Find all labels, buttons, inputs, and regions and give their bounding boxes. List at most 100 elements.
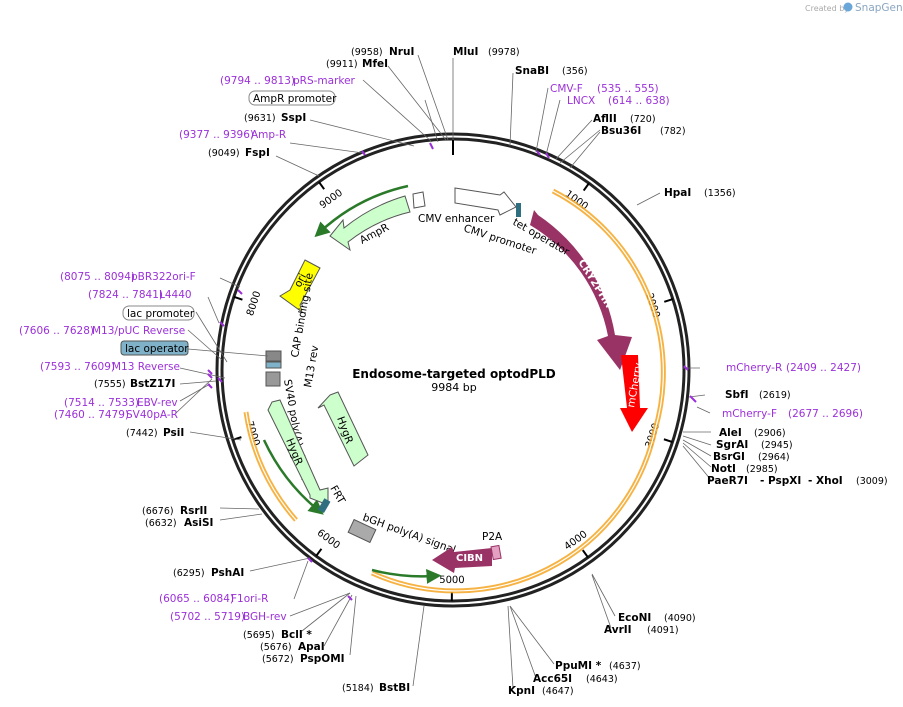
site-acc65i[interactable]: Acc65I <box>533 673 572 685</box>
primer-range-pbr322ori-f: (8075 .. 8094) <box>60 271 135 283</box>
site-pos-kpni: (4647) <box>542 686 574 697</box>
primer-range-lncx: (614 .. 638) <box>608 95 670 107</box>
mcherry-arrow <box>620 355 648 432</box>
cibn-arrow <box>432 547 492 573</box>
site-pos-acc65i: (4643) <box>586 674 618 685</box>
labels: (9958) NruI MluI (9978) (9911) MfeI (979… <box>19 46 888 697</box>
tick-mark <box>232 436 242 441</box>
site-fspi[interactable]: FspI <box>245 147 270 159</box>
site-pspxi[interactable]: - PspXI <box>760 475 801 487</box>
site-paer7i[interactable]: PaeR7I <box>707 475 748 487</box>
site-sbfi[interactable]: SbfI <box>725 389 749 401</box>
site-apai[interactable]: ApaI <box>298 641 325 653</box>
primer-range-prs-marker: (9794 .. 9813) <box>220 75 295 87</box>
cmv-enhancer-label: CMV enhancer <box>418 213 495 225</box>
site-econi[interactable]: EcoNI <box>618 612 651 624</box>
tick-mark <box>663 438 673 443</box>
site-pos-sspi: (9631) <box>244 113 276 124</box>
site-avrii[interactable]: AvrII <box>604 624 632 636</box>
site-pos-apai: (5676) <box>260 642 292 653</box>
site-xhoi[interactable]: - XhoI <box>808 475 843 487</box>
primer-ebv-rev[interactable]: EBV-rev <box>137 397 178 409</box>
site-noti[interactable]: NotI <box>711 463 736 475</box>
site-alei[interactable]: AleI <box>719 427 742 439</box>
site-pos-bsu36i: (782) <box>660 126 686 137</box>
hygr-green-arc <box>262 439 324 515</box>
primer-m13-puc[interactable]: M13/pUC Reverse <box>92 325 185 337</box>
primer-range-amp-r: (9377 .. 9396) <box>179 129 254 141</box>
crypt-label: CRY2PHR <box>575 257 614 310</box>
tick-label: 8000 <box>245 290 263 318</box>
primer-bgh-rev[interactable]: BGH-rev <box>243 611 287 623</box>
bgh-polya-box <box>347 518 377 544</box>
site-pos-bcli: (5695) <box>243 630 275 641</box>
site-hpai[interactable]: HpaI <box>664 187 691 199</box>
site-pos-snabi: (356) <box>562 66 588 77</box>
plasmid-name: Endosome-targeted optodPLD <box>352 367 556 381</box>
primer-sv40pa-r[interactable]: SV40pA-R <box>126 409 178 421</box>
lac-operator-label[interactable]: lac operator <box>125 343 189 355</box>
site-bcli[interactable]: BclI * <box>281 629 312 641</box>
primer-range-mcherry-r: (2409 .. 2427) <box>786 362 861 374</box>
primer-f1ori-r[interactable]: F1ori-R <box>231 593 268 605</box>
ampr-promoter-label[interactable]: AmpR promoter <box>253 93 337 105</box>
primer-cmv-f[interactable]: CMV-F <box>550 83 583 95</box>
site-asisi[interactable]: AsiSI <box>184 517 213 529</box>
site-rsrii[interactable]: RsrII <box>180 505 207 517</box>
tick-mark <box>315 548 323 557</box>
site-pos-rsrii: (6676) <box>142 506 174 517</box>
site-pos-econi: (4090) <box>664 613 696 624</box>
tick-mark <box>318 181 325 190</box>
site-bsrgi[interactable]: BsrGI <box>713 451 745 463</box>
site-pos-psii: (7442) <box>126 428 158 439</box>
lac-promoter-label[interactable]: lac promoter <box>127 308 195 320</box>
site-kpni[interactable]: KpnI <box>508 685 535 697</box>
primer-lncx[interactable]: LNCX <box>567 95 595 107</box>
ampr-green-arc <box>314 184 409 238</box>
site-bstz17i[interactable]: BstZ17I <box>130 378 175 390</box>
cmv-enhancer-arrow <box>412 191 426 209</box>
primer-range-sv40pa-r: (7460 .. 7479) <box>54 409 129 421</box>
p2a-box <box>490 544 502 561</box>
site-psii[interactable]: PsiI <box>163 427 184 439</box>
site-snabi[interactable]: SnaBI <box>515 65 549 77</box>
ampr-promoter-box <box>248 90 336 106</box>
site-nrui[interactable]: NruI <box>389 46 414 58</box>
site-sspi[interactable]: SspI <box>281 112 306 124</box>
primer-l4440[interactable]: L4440 <box>159 289 192 301</box>
site-bstbi[interactable]: BstBI <box>379 682 410 694</box>
site-pos-bstbi: (5184) <box>342 683 374 694</box>
site-pos-aflii: (720) <box>630 114 656 125</box>
primer-amp-r[interactable]: Amp-R <box>251 129 286 141</box>
lac-promoter-box <box>122 305 195 321</box>
site-aflii[interactable]: AflII <box>593 113 617 125</box>
site-pos-asisi: (6632) <box>145 518 177 529</box>
primer-m13-reverse[interactable]: M13 Reverse <box>112 361 180 373</box>
site-bsu36i[interactable]: Bsu36I <box>601 125 641 137</box>
frt-label: FRT <box>327 484 347 507</box>
tet-operator-box <box>516 203 521 217</box>
site-mlui[interactable]: MluI <box>453 46 478 58</box>
site-sgrai[interactable]: SgrAI <box>716 439 748 451</box>
p2a-label: P2A <box>482 531 503 543</box>
tick-mark <box>582 182 590 192</box>
primer-mcherry-r[interactable]: mCherry-R <box>726 362 782 374</box>
cibn-label: CIBN <box>456 553 483 564</box>
primer-pbr322ori-f[interactable]: pBR322ori-F <box>131 271 196 283</box>
site-pos-alei: (2906) <box>754 428 786 439</box>
site-pos-hpai: (1356) <box>704 188 736 199</box>
snapgene-logo: SnapGene <box>843 2 903 14</box>
ori-label: ori <box>292 272 309 290</box>
site-pshai[interactable]: PshAI <box>211 567 244 579</box>
site-pos-bstz17i: (7555) <box>94 379 126 390</box>
site-pos-xhoi: (3009) <box>856 476 888 487</box>
crypt-arrow <box>530 210 632 370</box>
primer-prs-marker[interactable]: pRS-marker <box>293 75 356 87</box>
primer-range-f1ori-r: (6065 .. 6084) <box>159 593 234 605</box>
site-pspomi[interactable]: PspOMI <box>300 653 345 665</box>
site-ppumi[interactable]: PpuMI * <box>555 660 602 672</box>
site-mfei[interactable]: MfeI <box>362 58 388 70</box>
orf-arc-left-inner <box>245 411 297 521</box>
brand-text: SnapGene <box>855 2 903 14</box>
primer-mcherry-f[interactable]: mCherry-F <box>722 408 777 420</box>
